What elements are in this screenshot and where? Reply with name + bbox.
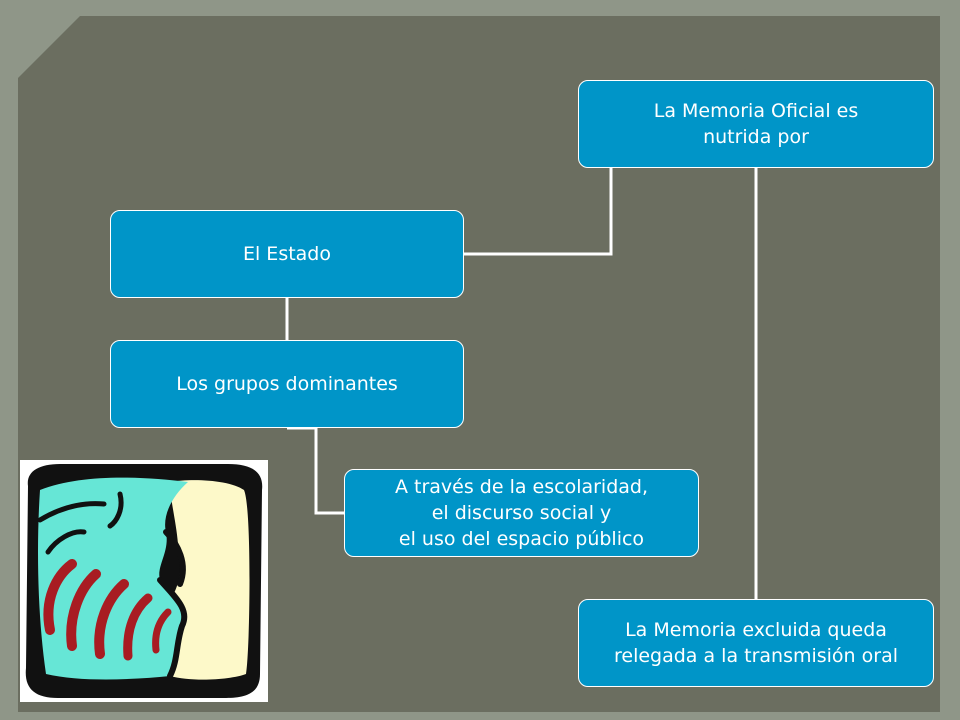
- node-el-estado: El Estado: [110, 210, 464, 298]
- node-memoria-oficial: La Memoria Oficial es nutrida por: [578, 80, 934, 168]
- node-escolaridad: A través de la escolaridad, el discurso …: [344, 469, 699, 557]
- connector-grupos-escolaridad: [287, 426, 344, 515]
- node-memoria-excluida: La Memoria excluida queda relegada a la …: [578, 599, 934, 687]
- speaking-face-icon: [20, 460, 268, 702]
- connector-estado-oficial: [464, 168, 613, 256]
- node-grupos-dominantes: Los grupos dominantes: [110, 340, 464, 428]
